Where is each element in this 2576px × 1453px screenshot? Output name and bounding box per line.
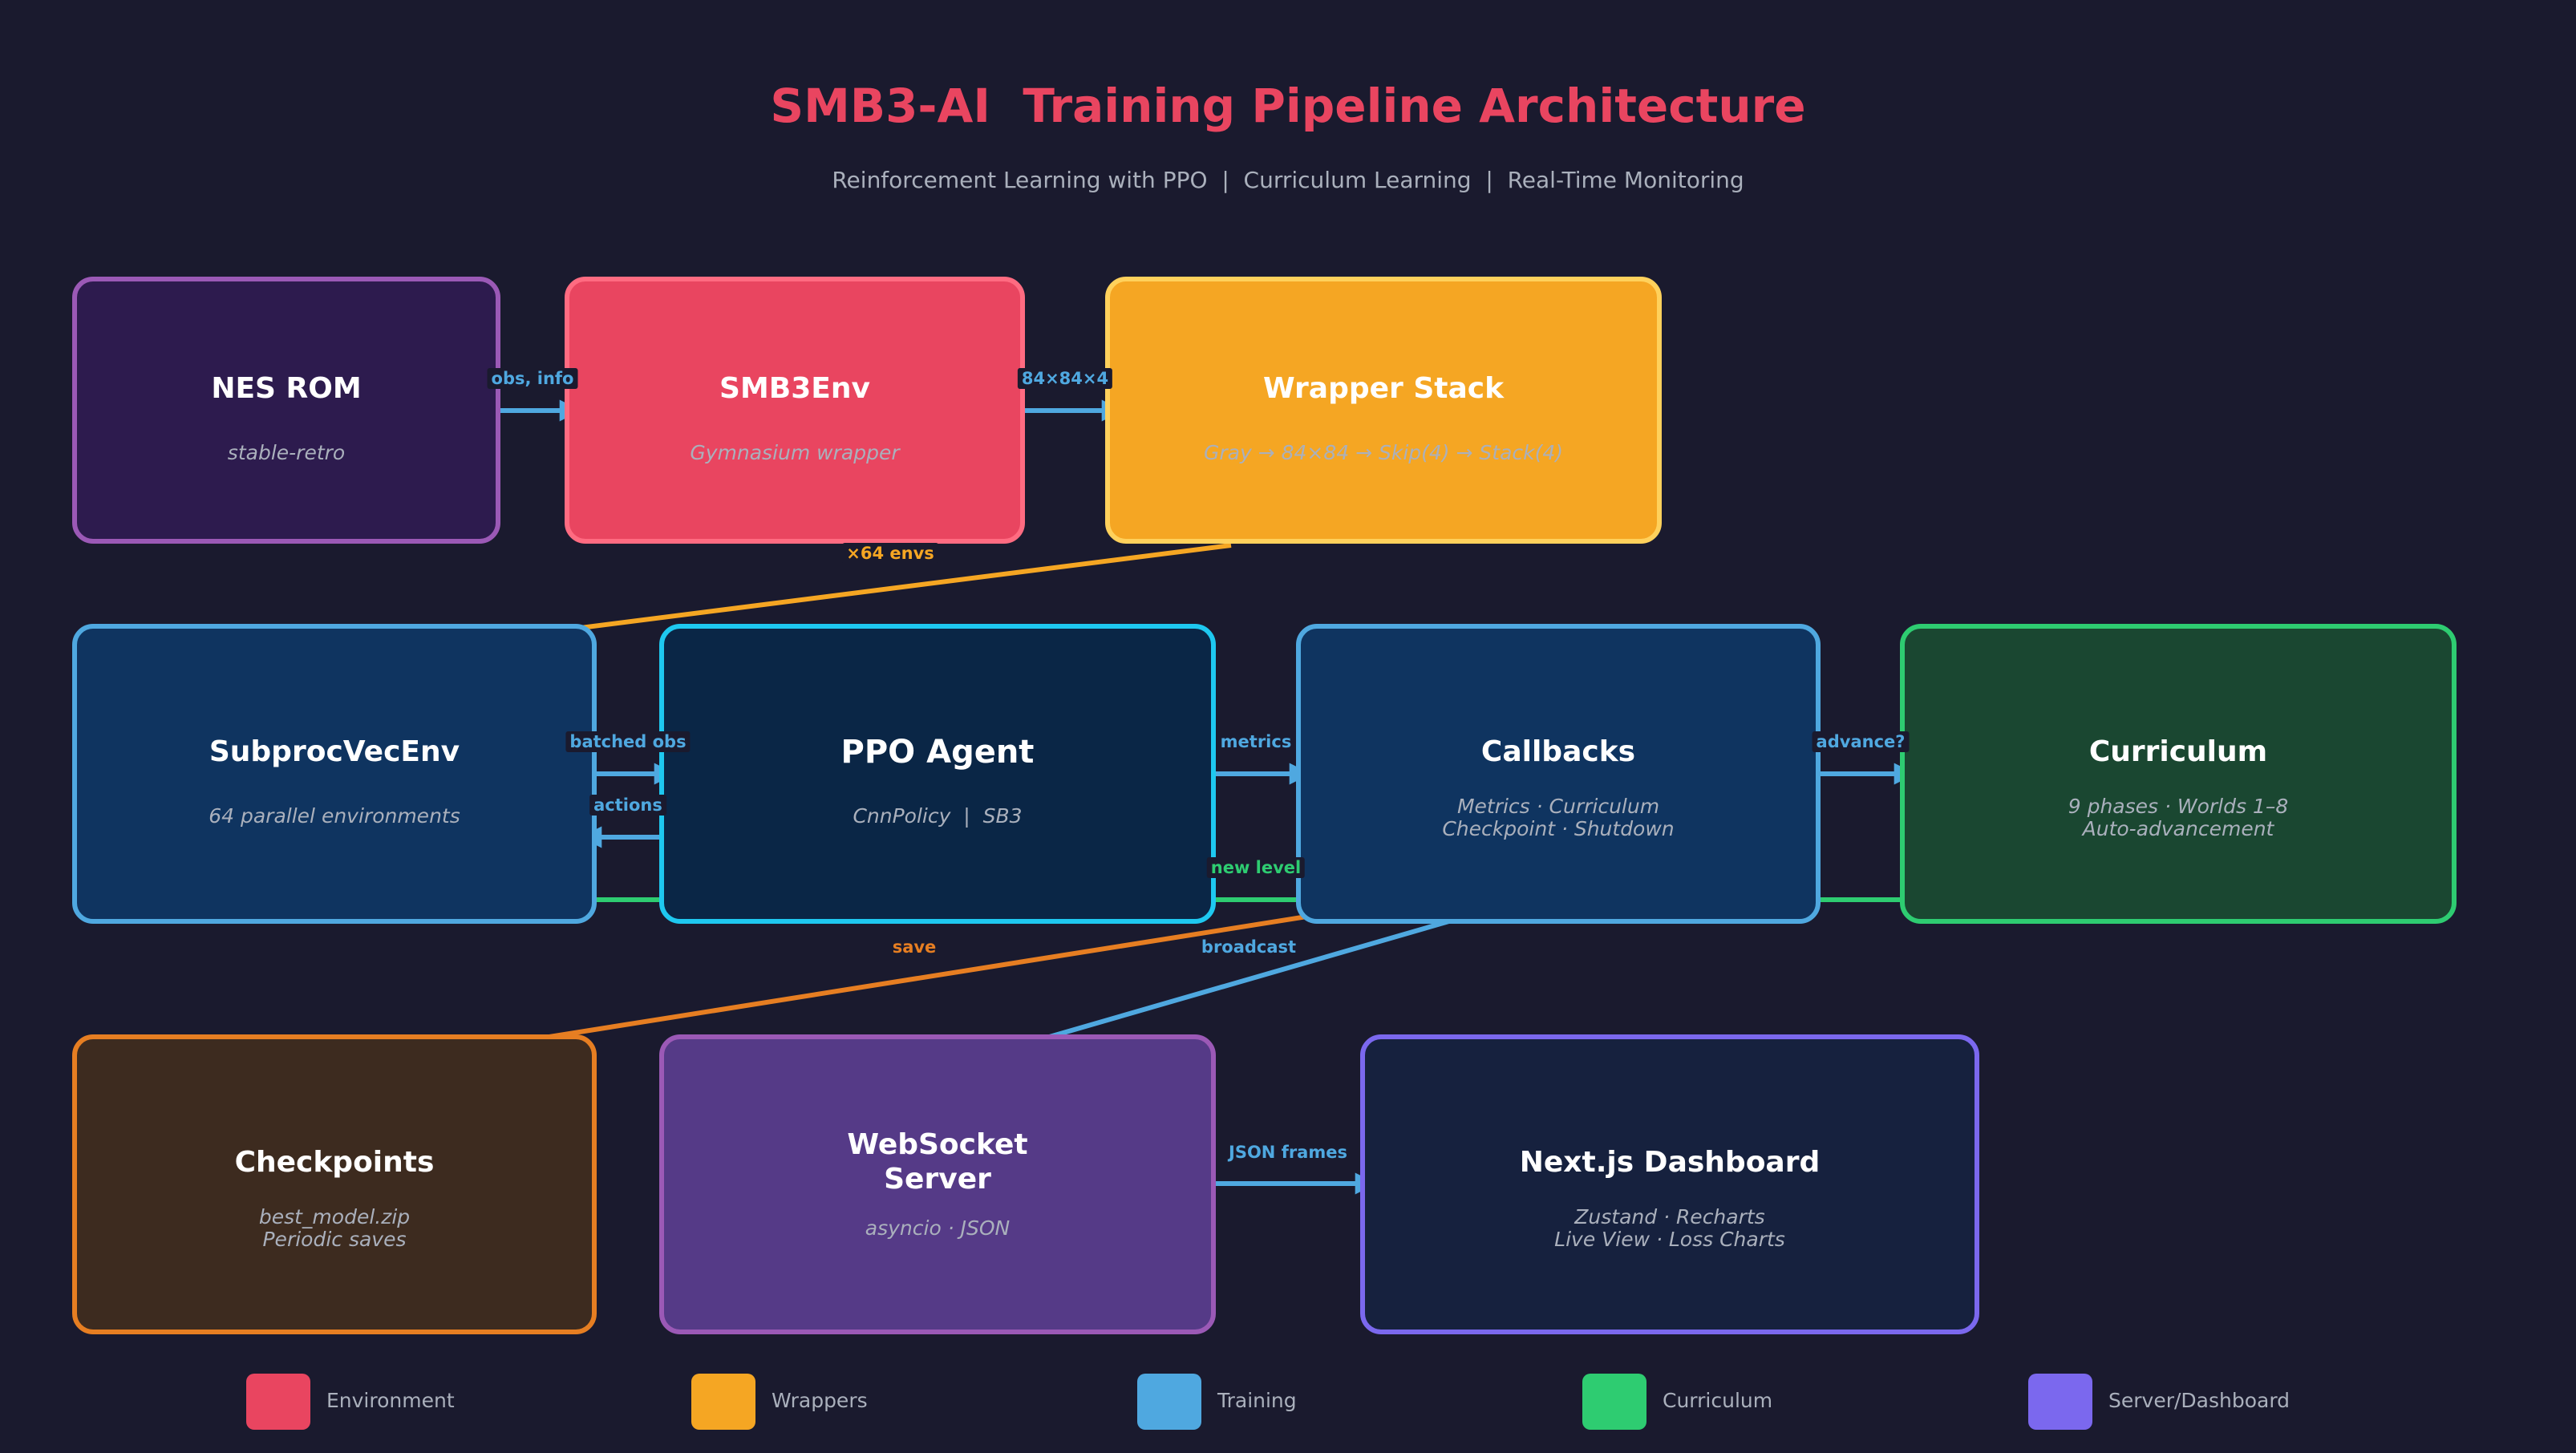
- node-ppo-agent-label: PPO Agent: [840, 734, 1035, 771]
- node-checkpoints: Checkpoints best_model.zip Periodic save…: [72, 1034, 597, 1334]
- node-nes-rom: NES ROM stable-retro: [72, 277, 500, 544]
- node-subprocvecenv: SubprocVecEnv 64 parallel environments: [72, 624, 597, 924]
- node-curriculum-label: Curriculum: [2088, 735, 2268, 768]
- legend-swatch-training: [1137, 1374, 1201, 1430]
- node-subprocvecenv-label: SubprocVecEnv: [209, 735, 460, 768]
- node-ppo-agent-sub: CnnPolicy | SB3: [853, 804, 1023, 828]
- edge-label-obs-info: obs, info: [487, 368, 578, 389]
- edge-label-advance: advance?: [1812, 731, 1910, 752]
- node-wrapper-stack-sub: Gray → 84×84 → Skip(4) → Stack(4): [1203, 441, 1564, 464]
- node-checkpoints-sub: best_model.zip Periodic saves: [258, 1205, 411, 1251]
- node-websocket-server-sub: asyncio · JSON: [865, 1216, 1011, 1240]
- edge-callbacks-to-checkpoints: [420, 897, 1414, 1065]
- node-smb3env-label: SMB3Env: [719, 372, 870, 405]
- node-websocket-server: WebSocket Server asyncio · JSON: [659, 1034, 1216, 1334]
- node-callbacks: Callbacks Metrics · Curriculum Checkpoin…: [1296, 624, 1821, 924]
- legend-label-environment: Environment: [326, 1389, 455, 1412]
- node-smb3env: SMB3Env Gymnasium wrapper: [565, 277, 1025, 544]
- node-nes-rom-label: NES ROM: [211, 372, 362, 405]
- edge-callbacks-to-websocket: [978, 897, 1525, 1062]
- edge-label-broadcast: broadcast: [1197, 937, 1301, 957]
- edge-label-batched-obs: batched obs: [565, 731, 691, 752]
- diagram-title: SMB3-AI Training Pipeline Architecture: [770, 79, 1806, 133]
- legend-label-training: Training: [1217, 1389, 1297, 1412]
- edge-label-metrics: metrics: [1216, 731, 1296, 752]
- node-wrapper-stack-label: Wrapper Stack: [1262, 372, 1505, 405]
- legend-swatch-environment: [246, 1374, 310, 1430]
- legend-swatch-server-dashboard: [2028, 1374, 2092, 1430]
- node-curriculum-sub: 9 phases · Worlds 1–8 Auto-advancement: [2068, 795, 2289, 840]
- edge-label-actions: actions: [589, 795, 666, 816]
- node-ppo-agent: PPO Agent CnnPolicy | SB3: [659, 624, 1216, 924]
- node-curriculum: Curriculum 9 phases · Worlds 1–8 Auto-ad…: [1900, 624, 2457, 924]
- edge-label-new-level: new level: [1206, 857, 1306, 878]
- node-websocket-server-label: WebSocket Server: [847, 1128, 1028, 1196]
- diagram-subtitle: Reinforcement Learning with PPO | Curric…: [832, 167, 1744, 193]
- node-subprocvecenv-sub: 64 parallel environments: [209, 804, 460, 828]
- node-wrapper-stack: Wrapper Stack Gray → 84×84 → Skip(4) → S…: [1105, 277, 1662, 544]
- node-nes-rom-sub: stable-retro: [227, 441, 346, 464]
- legend-swatch-curriculum: [1582, 1374, 1646, 1430]
- node-checkpoints-label: Checkpoints: [234, 1146, 435, 1179]
- legend-label-server-dashboard: Server/Dashboard: [2108, 1389, 2290, 1412]
- legend-swatch-wrappers: [691, 1374, 755, 1430]
- legend-label-curriculum: Curriculum: [1663, 1389, 1773, 1412]
- node-nextjs-dashboard-label: Next.js Dashboard: [1519, 1146, 1821, 1179]
- legend-label-wrappers: Wrappers: [772, 1389, 868, 1412]
- edge-label-x64-envs: ×64 envs: [842, 543, 938, 564]
- edge-label-84x84x4: 84×84×4: [1017, 368, 1113, 389]
- edge-label-save: save: [888, 937, 941, 957]
- edge-label-json-frames: JSON frames: [1225, 1142, 1351, 1163]
- node-callbacks-sub: Metrics · Curriculum Checkpoint · Shutdo…: [1442, 795, 1675, 840]
- node-smb3env-sub: Gymnasium wrapper: [690, 441, 900, 464]
- node-callbacks-label: Callbacks: [1480, 735, 1636, 768]
- node-nextjs-dashboard: Next.js Dashboard Zustand · Recharts Liv…: [1360, 1034, 1979, 1334]
- node-nextjs-dashboard-sub: Zustand · Recharts Live View · Loss Char…: [1554, 1205, 1785, 1251]
